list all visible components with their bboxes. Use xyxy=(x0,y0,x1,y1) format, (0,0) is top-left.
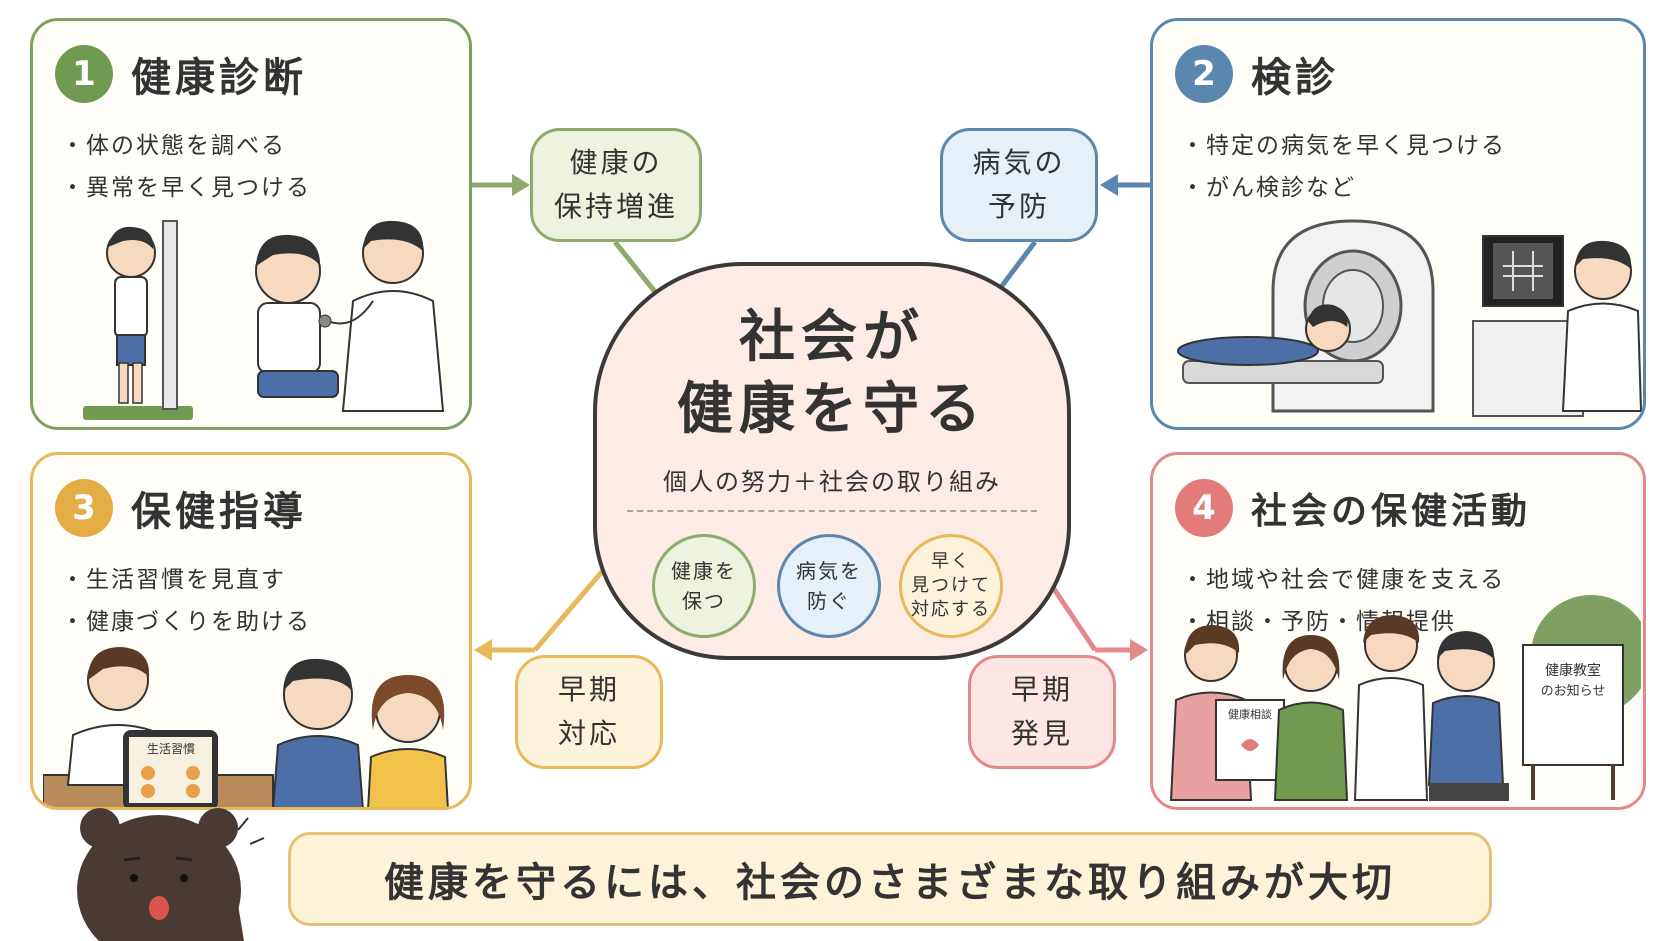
board-title: 生活習慣 xyxy=(147,741,195,756)
list-item: 特定の病気を早く見つける xyxy=(1181,125,1506,167)
circle-early-find: 早く 見つけて 対応する xyxy=(899,534,1003,638)
panel-list: 特定の病気を早く見つける がん検診など xyxy=(1181,125,1506,209)
bubble-health-promotion: 健康の 保持増進 xyxy=(530,128,702,242)
circle-line: 防ぐ xyxy=(807,589,851,613)
panel-screening: 2 検診 特定の病気を早く見つける がん検診など xyxy=(1150,18,1646,430)
bubble-line: 早期 xyxy=(1010,673,1073,706)
clipboard-label: 健康相談 xyxy=(1228,707,1272,721)
right-arrow-icon xyxy=(1130,639,1148,661)
circle-line: 健康を xyxy=(671,559,737,583)
list-item: 異常を早く見つける xyxy=(61,167,311,209)
panel-community-health: 4 社会の保健活動 地域や社会で健康を支える 相談・予防・情報提供 健康教室 の… xyxy=(1150,452,1646,810)
left-arrow-icon xyxy=(1100,174,1118,196)
list-item: がん検診など xyxy=(1181,167,1506,209)
bubble-early-detection: 早期 発見 xyxy=(968,655,1116,769)
panel-list: 体の状態を調べる 異常を早く見つける xyxy=(61,125,311,209)
panel-title: 保健指導 xyxy=(131,489,307,535)
bubble-line: 病気の xyxy=(972,146,1066,179)
bubble-line: 予防 xyxy=(987,190,1050,223)
bubble-line: 発見 xyxy=(1010,717,1073,750)
bubble-line: 保持増進 xyxy=(553,190,678,223)
center-title-line2: 健康を守る xyxy=(677,377,987,442)
bubble-early-response: 早期 対応 xyxy=(515,655,663,769)
bubble-line: 健康の xyxy=(569,146,663,179)
panel-health-guidance: 3 保健指導 生活習慣を見直す 健康づくりを助ける 生活習慣 xyxy=(30,452,472,810)
left-arrow-icon xyxy=(474,639,492,661)
circle-line: 病気を xyxy=(796,559,862,583)
community-illustration: 健康教室 のお知らせ 健康相談 xyxy=(1169,595,1641,801)
circle-line: 早く xyxy=(931,551,971,572)
circle-prevent-disease: 病気を 防ぐ xyxy=(777,534,881,638)
divider xyxy=(627,510,1037,512)
list-item: 生活習慣を見直す xyxy=(61,559,311,601)
list-item: 体の状態を調べる xyxy=(61,125,311,167)
circle-keep-health: 健康を 保つ xyxy=(652,534,756,638)
circle-line: 対応する xyxy=(911,599,991,620)
bear-mascot-icon xyxy=(77,808,265,941)
panel-number: 3 xyxy=(55,479,113,537)
center-subtitle: 個人の努力＋社会の取り組み xyxy=(663,468,1001,496)
circle-line: 見つけて xyxy=(911,575,991,596)
panel-list: 地域や社会で健康を支える 相談・予防・情報提供 xyxy=(1181,559,1505,643)
panel-number: 1 xyxy=(55,45,113,103)
panel-number: 4 xyxy=(1175,479,1233,537)
summary-banner: 健康を守るには、社会のさまざまな取り組みが大切 xyxy=(288,832,1492,926)
panel-list: 生活習慣を見直す 健康づくりを助ける xyxy=(61,559,311,643)
list-item: 地域や社会で健康を支える xyxy=(1181,559,1505,601)
guidance-illustration: 生活習慣 xyxy=(43,647,449,807)
sign-label-1: 健康教室 xyxy=(1545,662,1601,679)
bubble-line: 早期 xyxy=(557,673,620,706)
checkup-illustration xyxy=(83,220,445,420)
list-item: 健康づくりを助ける xyxy=(61,601,311,643)
right-arrow-icon xyxy=(512,174,530,196)
center-title-line1: 社会が xyxy=(739,305,925,370)
panel-title: 検診 xyxy=(1251,55,1339,101)
circle-line: 保つ xyxy=(682,589,726,613)
panel-number: 2 xyxy=(1175,45,1233,103)
panel-title: 社会の保健活動 xyxy=(1251,491,1532,532)
bubble-disease-prevention: 病気の 予防 xyxy=(940,128,1098,242)
panel-health-checkup: 1 健康診断 体の状態を調べる 異常を早く見つける xyxy=(30,18,472,430)
panel-title: 健康診断 xyxy=(131,55,307,101)
sign-label-2: のお知らせ xyxy=(1541,683,1606,699)
center-hub: 社会が 健康を守る 個人の努力＋社会の取り組み 健康を 保つ 病気を 防ぐ 早く… xyxy=(593,262,1071,660)
ct-scanner-illustration xyxy=(1177,219,1643,417)
bubble-line: 対応 xyxy=(557,717,620,750)
